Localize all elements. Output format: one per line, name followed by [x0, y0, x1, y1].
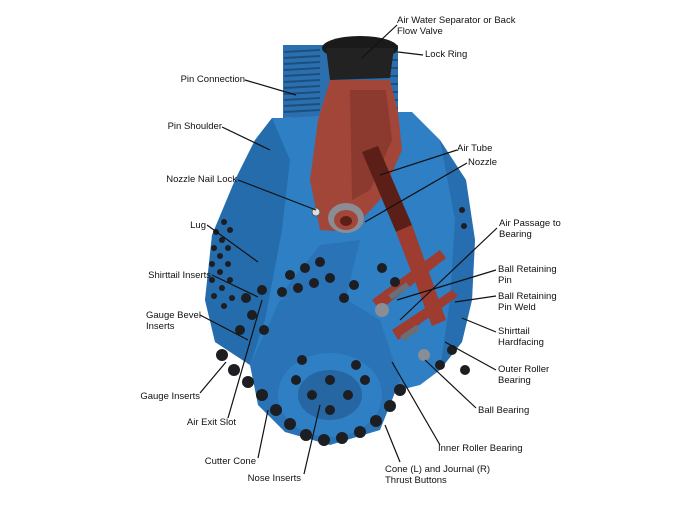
label-pin-connection: Pin Connection: [180, 74, 245, 85]
label-air-exit-slot: Air Exit Slot: [186, 417, 236, 428]
label-gauge-inserts: Gauge Inserts: [140, 391, 200, 402]
insert-buttons: [216, 257, 470, 446]
label-ball-bearing: Ball Bearing: [478, 405, 530, 416]
label-shirttail-inserts: Shirttail Inserts: [148, 270, 211, 281]
label-ball-retaining-pin-weld: Ball Retaining Pin Weld: [498, 291, 557, 313]
label-cutter-cone: Cutter Cone: [204, 456, 256, 467]
label-lug: Lug: [190, 220, 206, 231]
label-outer-roller-bearing: Outer Roller Bearing: [498, 364, 550, 386]
label-nose-inserts: Nose Inserts: [247, 473, 301, 484]
label-air-water-separator: Air Water Separator or Back Flow Valve: [397, 15, 516, 37]
leader-lines: [199, 24, 498, 475]
label-air-tube: Air Tube: [457, 143, 493, 154]
label-cone-journal-thrust: Cone (L) and Journal (R) Thrust Buttons: [385, 464, 491, 486]
label-pin-shoulder: Pin Shoulder: [167, 121, 222, 132]
label-air-passage: Air Passage to Bearing: [499, 218, 561, 240]
label-gauge-bevel-inserts: Gauge Bevel Inserts: [146, 310, 201, 332]
label-ball-retaining-pin: Ball Retaining Pin: [498, 264, 557, 286]
nozzle-part: [311, 203, 364, 233]
label-lock-ring: Lock Ring: [425, 49, 468, 60]
cutter-cone-part: [250, 240, 400, 445]
label-inner-roller-bearing: Inner Roller Bearing: [438, 443, 523, 454]
label-nozzle: Nozzle: [468, 157, 498, 168]
label-shirttail-hardfacing: Shirttail Hardfacing: [498, 326, 544, 348]
label-nozzle-nail-lock: Nozzle Nail Lock: [166, 174, 237, 185]
